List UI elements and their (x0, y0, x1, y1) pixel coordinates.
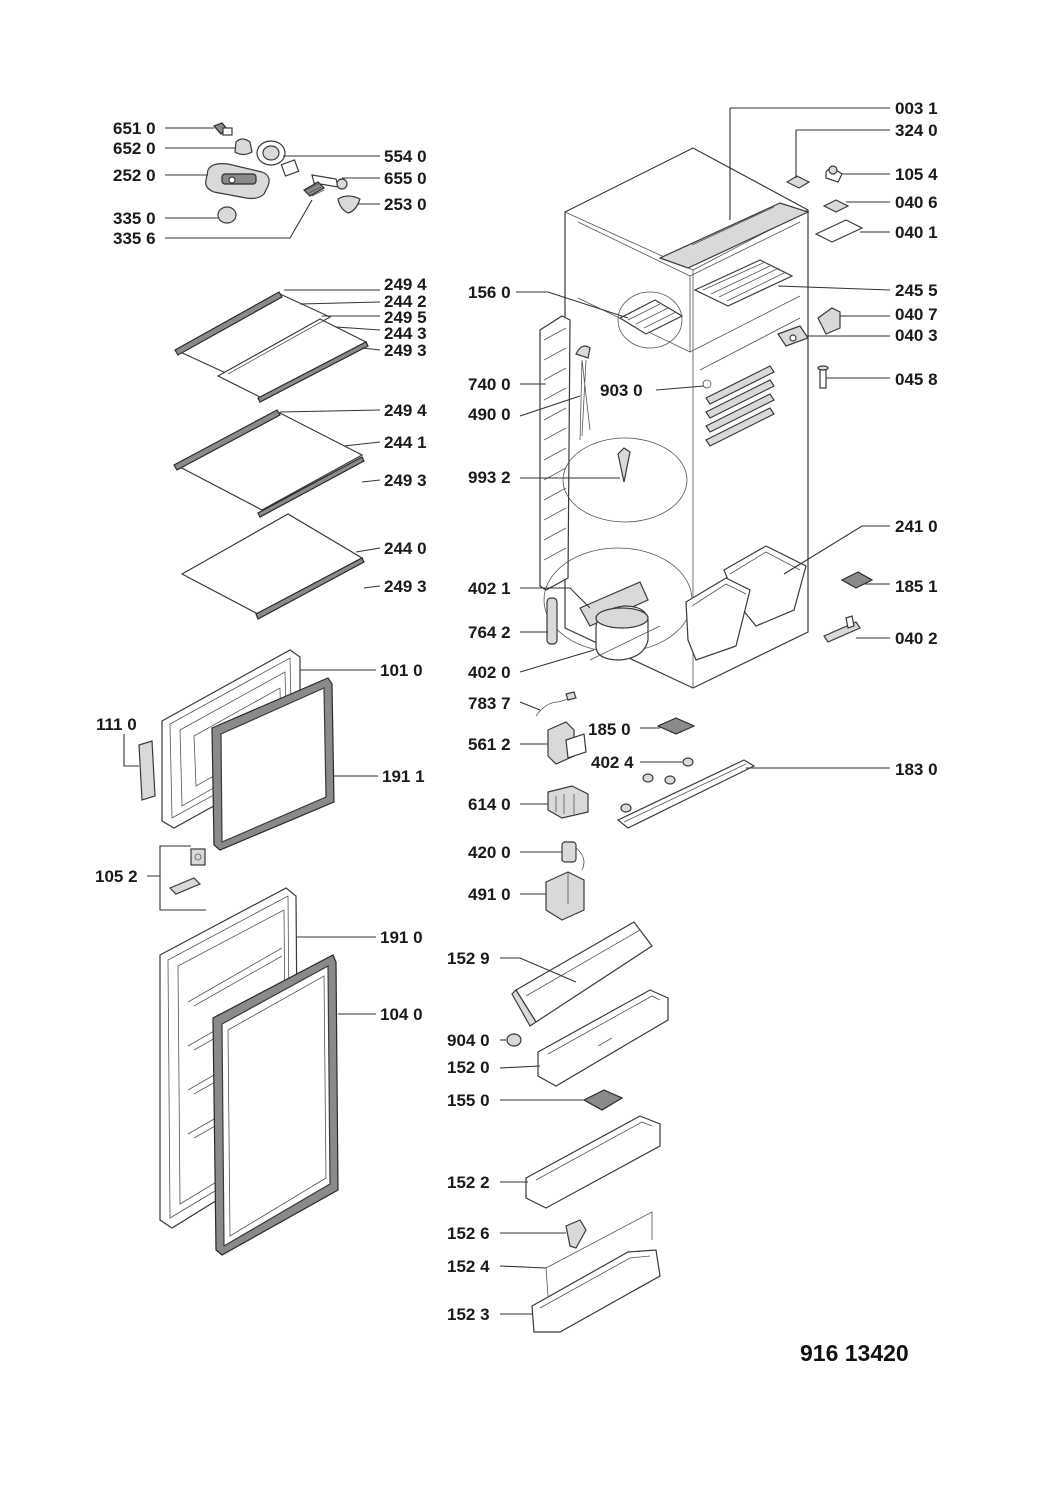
leader-lines (123, 107, 891, 1315)
refrigerator-cabinet (539, 147, 810, 689)
label-4910: 491 0 (468, 885, 511, 904)
label-1520: 152 0 (447, 1058, 490, 1077)
label-0402: 040 2 (895, 629, 938, 648)
label-3356: 335 6 (113, 229, 156, 248)
label-2455: 245 5 (895, 281, 938, 300)
hinges-and-brackets (777, 165, 874, 643)
label-2441: 244 1 (384, 433, 427, 452)
label-2493-a: 249 3 (384, 341, 427, 360)
label-2494-b: 249 4 (384, 401, 427, 420)
label-1040: 104 0 (380, 1005, 423, 1024)
label-4024: 402 4 (591, 753, 634, 772)
label-1850: 185 0 (588, 720, 631, 739)
label-1524: 152 4 (447, 1257, 490, 1276)
label-3350: 335 0 (113, 209, 156, 228)
fridge-door (159, 887, 339, 1256)
thermostat-assembly (205, 122, 361, 224)
label-2442: 244 2 (384, 292, 427, 311)
label-3240: 324 0 (895, 121, 938, 140)
label-2495: 249 5 (384, 308, 427, 327)
label-6550: 655 0 (384, 169, 427, 188)
label-1010: 101 0 (380, 661, 423, 680)
label-5540: 554 0 (384, 147, 427, 166)
label-6520: 652 0 (113, 139, 156, 158)
label-2410: 241 0 (895, 517, 938, 536)
label-1911: 191 1 (382, 767, 425, 786)
label-0458: 045 8 (895, 370, 938, 389)
label-7837: 783 7 (468, 694, 511, 713)
label-1522: 152 2 (447, 1173, 490, 1192)
label-1529: 152 9 (447, 949, 490, 968)
part-labels: 651 0 652 0 252 0 335 0 335 6 554 0 655 … (95, 99, 938, 1366)
label-2494-a: 249 4 (384, 275, 427, 294)
label-4021: 402 1 (468, 579, 511, 598)
label-9932: 993 2 (468, 468, 511, 487)
glass-shelves (173, 291, 369, 620)
label-5612: 561 2 (468, 735, 511, 754)
electrical-components (535, 691, 756, 921)
label-1052: 105 2 (95, 867, 138, 886)
label-1110: 111 0 (96, 715, 137, 734)
label-1054: 105 4 (895, 165, 938, 184)
label-0403: 040 3 (895, 326, 938, 345)
label-1830: 183 0 (895, 760, 938, 779)
freezer-door (138, 649, 335, 895)
label-4200: 420 0 (468, 843, 511, 862)
label-7400: 740 0 (468, 375, 511, 394)
label-9040: 904 0 (447, 1031, 490, 1050)
label-9030: 903 0 (600, 381, 643, 400)
label-1550: 155 0 (447, 1091, 490, 1110)
label-2493-c: 249 3 (384, 577, 427, 596)
label-2440: 244 0 (384, 539, 427, 558)
document-number: 916 13420 (800, 1340, 909, 1366)
label-4020: 402 0 (468, 663, 511, 682)
label-2530: 253 0 (384, 195, 427, 214)
label-7642: 764 2 (468, 623, 511, 642)
door-bins (506, 921, 669, 1333)
label-4900: 490 0 (468, 405, 511, 424)
label-0406: 040 6 (895, 193, 938, 212)
label-1526: 152 6 (447, 1224, 490, 1243)
label-1560: 156 0 (468, 283, 511, 302)
label-0031: 003 1 (895, 99, 938, 118)
label-0401: 040 1 (895, 223, 938, 242)
label-2520: 252 0 (113, 166, 156, 185)
label-1910: 191 0 (380, 928, 423, 947)
label-2493-b: 249 3 (384, 471, 427, 490)
label-2443: 244 3 (384, 324, 427, 343)
label-6510: 651 0 (113, 119, 156, 138)
label-1851: 185 1 (895, 577, 938, 596)
label-6140: 614 0 (468, 795, 511, 814)
label-0407: 040 7 (895, 305, 938, 324)
label-1523: 152 3 (447, 1305, 490, 1324)
